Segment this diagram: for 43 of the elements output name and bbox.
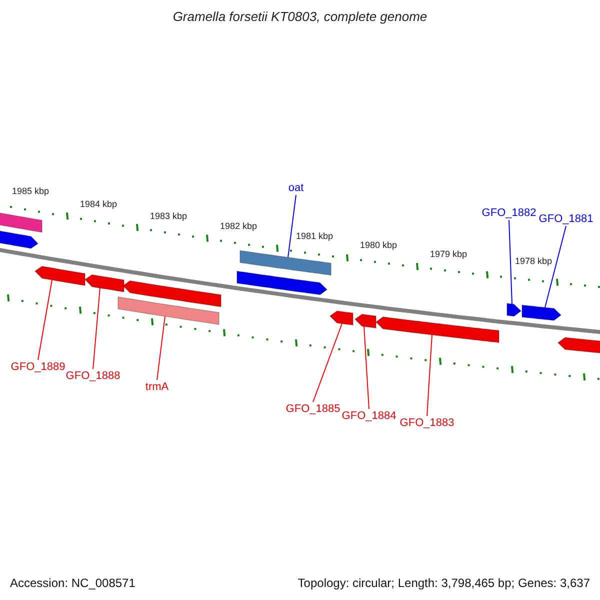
scale-label: 1978 kbp xyxy=(515,256,552,266)
gene-label: GFO_1881 xyxy=(538,213,594,225)
scale-label: 1981 kbp xyxy=(296,231,334,241)
gene-feature xyxy=(506,302,522,317)
leader-line xyxy=(364,326,370,410)
gene-feature xyxy=(122,280,222,308)
gene-feature xyxy=(84,274,124,292)
gene-feature xyxy=(240,250,332,276)
leader-line xyxy=(288,194,296,258)
footer-text: Accession: NC_008571 xyxy=(10,576,136,590)
scale-label: 1983 kbp xyxy=(150,211,188,221)
scale-label: 1984 kbp xyxy=(80,199,118,209)
scale-label: 1982 kbp xyxy=(220,221,258,231)
gene-feature xyxy=(236,270,328,296)
gene-label: GFO_1884 xyxy=(342,410,396,422)
scale-label: 1980 kbp xyxy=(360,240,398,250)
leader-line xyxy=(508,220,512,304)
gene-feature xyxy=(0,230,39,249)
gene-label: GFO_1882 xyxy=(482,207,536,219)
gene-feature xyxy=(118,296,220,325)
scale-label: 1979 kbp xyxy=(430,249,468,259)
leader-line xyxy=(38,280,52,360)
leader-line xyxy=(544,226,566,308)
gene-label: GFO_1885 xyxy=(286,403,340,415)
leader-line xyxy=(426,334,432,416)
gene-feature xyxy=(557,337,600,354)
gene-feature xyxy=(329,310,354,326)
footer-text: Topology: circular; Length: 3,798,465 bp; Genes: 3,637 xyxy=(298,576,590,590)
scale-label: 1985 kbp xyxy=(12,186,50,196)
gene-label: GFO_1889 xyxy=(10,361,66,373)
leader-line xyxy=(156,316,166,380)
gene-feature xyxy=(522,304,562,321)
gene-feature xyxy=(354,314,376,328)
chart-title: Gramella forsetii KT0803, complete genome xyxy=(172,9,428,24)
gene-label: GFO_1883 xyxy=(400,417,454,429)
gene-label: GFO_1888 xyxy=(66,370,120,382)
gene-feature xyxy=(34,266,86,286)
gene-label: oat xyxy=(288,182,304,194)
gene-label: trmA xyxy=(145,381,169,393)
gene-feature xyxy=(0,212,42,233)
leader-line xyxy=(312,323,342,402)
gene-feature xyxy=(375,316,500,344)
leader-line xyxy=(92,288,100,370)
